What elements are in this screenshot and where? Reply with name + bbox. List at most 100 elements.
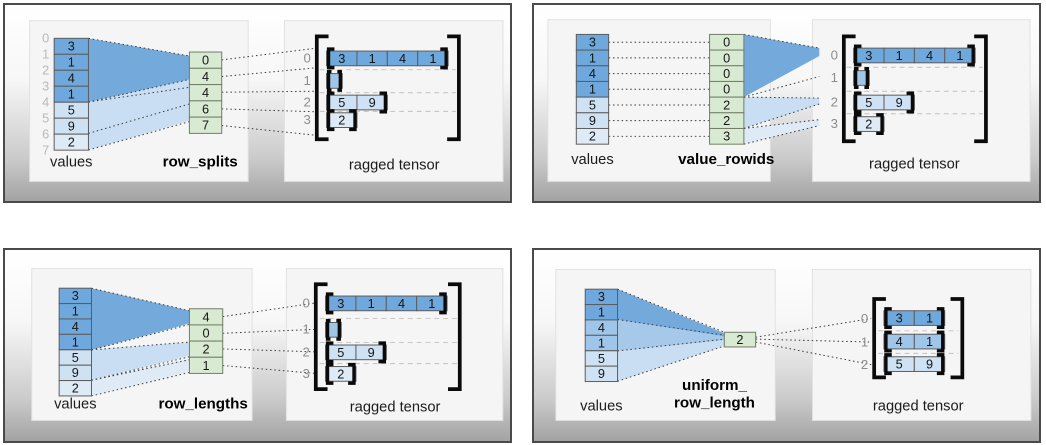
param-cell-text: 3 [723,129,730,144]
outer-bracket-left [841,34,856,144]
value-cell-text: 2 [589,129,596,144]
param-cell-text: 4 [202,85,209,100]
param-cell [709,127,745,145]
tensor-cell-text: 4 [896,334,903,349]
connector-line [222,302,316,318]
row-index-label: 1 [861,334,868,349]
connector-line [88,121,190,151]
tensor-cell [356,94,388,111]
value-cell-text: 1 [68,87,75,102]
row-bracket [348,362,356,385]
tensor-label: ragged tensor [349,158,440,174]
connector-line [221,108,317,113]
value-cell-text: 1 [598,305,605,320]
ragged-tensor: 0 1 2 3 3 1 4 1 5 9 2 [303,282,462,391]
row-bracket [326,109,335,132]
tensor-cell-text: 1 [428,296,435,311]
value-cell-text: 3 [589,35,596,50]
param-column: 4 0 2 1 [188,308,224,374]
empty-row-cell [853,70,870,86]
empty-row-cell [325,321,342,338]
outer-bracket-left [314,34,329,142]
row-index-label: 2 [304,94,311,109]
connector-line [743,76,820,98]
value-cell-text: 5 [72,350,79,365]
tensor-cell [325,366,357,382]
value-cell-text: 4 [68,71,75,86]
panel-uniform-row-length: 3 1 4 1 5 9 2 0 1 2 3 1 4 1 [532,248,1041,443]
tensor-cell-text: 5 [865,95,872,110]
ragged-tensor: 0 1 2 3 1 4 1 5 9 [861,297,965,380]
value-cell-text: 2 [72,381,79,396]
row-index-label: 3 [831,116,838,131]
row-bracket [906,91,915,114]
value-cell-text: 1 [598,335,605,350]
tensor-cell-text: 2 [337,366,344,381]
ragged-tensor: 0 1 2 3 3 1 4 1 5 9 2 [304,34,461,142]
value-cell-text: 2 [68,135,75,150]
values-label: values [580,399,622,415]
tensor-cell-text: 4 [398,296,405,311]
tensor-cell-text: 1 [429,51,436,66]
value-cell-text: 4 [589,66,596,81]
tensor-cell [326,112,358,128]
row-index-label: 1 [831,70,838,85]
tensor-cell [913,356,946,372]
tensor-cell [883,94,915,111]
index-label: 6 [42,127,49,142]
connector-line [617,319,725,336]
param-cell [188,356,224,374]
connector-line [222,328,316,334]
row-bracket [936,353,945,376]
tensor-cell-text: 2 [865,116,872,131]
tensor-cell-text: 3 [865,48,872,63]
row-bracket [876,113,884,136]
tensor-cell-text: 1 [368,296,375,311]
row-bracket [853,44,862,67]
index-label: 5 [42,111,49,126]
row-index-label: 0 [861,311,868,326]
row-bracket [440,47,448,70]
outer-bracket-left [872,297,886,380]
values-column: 3 1 4 1 5 9 [584,288,619,383]
outer-bracket-right [448,282,462,391]
value-cell-text: 1 [589,50,596,65]
param-label-line2: row_length [674,395,755,412]
row-bracket [853,91,862,114]
funnel-shape [91,288,190,350]
param-cell-text: 2 [723,97,730,112]
tensor-label: ragged tensor [873,399,964,415]
tensor-label: ragged tensor [869,157,960,173]
funnel-shape [91,342,190,381]
row-bracket [325,362,334,385]
row-bracket [336,318,341,341]
panel-row-lengths-canvas: 3 1 4 1 5 9 2 4 0 2 1 0 1 2 3 [31,268,504,421]
connector-line [221,125,317,136]
row-bracket [325,292,334,315]
row-bracket [853,113,862,136]
connector-line [221,67,317,78]
value-cell-text: 1 [68,55,75,70]
param-column: 0 0 0 0 2 2 3 [709,33,745,145]
row-index-label: 0 [304,50,311,65]
tensor-cell [913,310,946,326]
tensor-cell [416,295,448,312]
row-bracket [884,330,892,353]
value-cell-text: 3 [68,39,75,54]
param-cell-text: 0 [723,82,730,97]
param-cell-text: 0 [723,35,730,50]
value-cell-text: 9 [72,365,79,380]
value-cell [575,127,610,145]
row-bracket [884,353,892,376]
index-label: 3 [42,79,49,94]
tensor-cell-text: 1 [926,334,933,349]
row-index-label: 2 [831,94,838,109]
param-column: 0 4 4 6 7 [188,51,223,134]
connector-line [743,125,820,145]
value-cell [53,133,89,151]
row-bracket [337,69,342,92]
param-label: row_lengths [158,396,247,413]
row-index-label: 3 [303,366,310,381]
tensor-cell-text: 9 [369,95,376,110]
